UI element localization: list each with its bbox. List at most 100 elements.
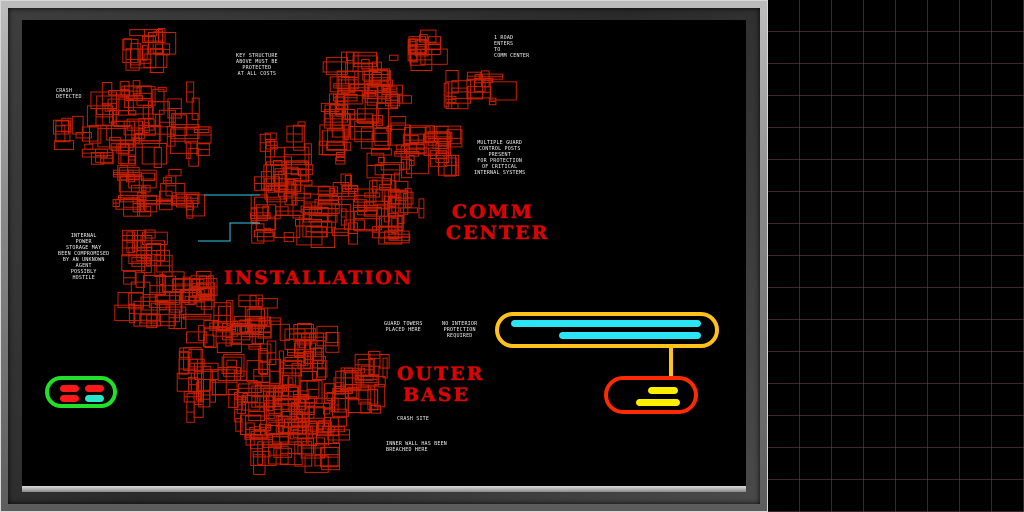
status-indicator-top[interactable] (495, 312, 719, 348)
map-structure (234, 391, 248, 400)
cyan-bar-1 (511, 320, 701, 327)
conduit-lines (198, 194, 260, 242)
map-structure (223, 354, 245, 377)
indicator-light-2 (85, 385, 104, 392)
map-structure (200, 287, 213, 310)
map-structure (396, 189, 408, 201)
map-structure (420, 48, 448, 65)
yellow-bar-1 (648, 387, 678, 394)
indicator-connector (669, 348, 673, 378)
map-structure (217, 367, 242, 382)
map-structure (202, 365, 212, 391)
map-structure (142, 44, 148, 61)
map-structure (294, 396, 307, 410)
map-structure (374, 127, 391, 146)
map-structure (364, 84, 379, 103)
map-structure (240, 325, 250, 334)
map-structure (162, 271, 185, 293)
map-structure (135, 271, 145, 288)
map-structure (273, 447, 292, 458)
map-structure (296, 225, 323, 246)
map-structure (322, 61, 349, 73)
map-structure (319, 124, 344, 146)
map-structure (380, 162, 405, 171)
note-internal-power: INTERNAL POWER STORAGE MAY BEEN COMPROMI… (58, 233, 110, 281)
map-structure (321, 446, 341, 471)
map-structure (254, 229, 274, 238)
map-structure (183, 347, 202, 371)
map-structure (371, 114, 384, 126)
map-structure (259, 350, 269, 375)
status-indicator-left[interactable] (45, 376, 117, 408)
map-structure (396, 214, 405, 225)
map-structure (111, 120, 136, 142)
map-structure (253, 196, 281, 220)
map-structure (53, 119, 69, 135)
map-structure (387, 215, 404, 231)
map-structure (106, 125, 133, 141)
status-indicator-bottom[interactable] (604, 376, 698, 414)
map-structure (139, 58, 152, 64)
map-structure (143, 275, 166, 296)
map-structure (248, 307, 269, 325)
map-structure (332, 182, 350, 197)
map-structure (198, 325, 205, 342)
map-structure (407, 44, 418, 62)
map-structure (327, 128, 348, 150)
map-structure (419, 34, 428, 43)
map-structure (141, 172, 156, 181)
map-structure (141, 36, 157, 43)
label-outer: OUTER (397, 363, 485, 385)
map-structure (188, 348, 204, 374)
indicator-light-1 (60, 385, 79, 392)
note-guard-towers: GUARD TOWERS PLACED HERE (384, 321, 423, 333)
map-structure (251, 223, 265, 244)
label-base: BASE (403, 384, 471, 406)
cyan-bar-2 (559, 332, 701, 339)
map-structure (364, 192, 381, 198)
map-structure (107, 98, 134, 112)
map-structure (304, 455, 329, 473)
map-structure (370, 148, 392, 156)
map-structure (406, 147, 430, 175)
map-structure (188, 147, 199, 167)
map-structure (122, 38, 139, 63)
map-structure (117, 291, 144, 308)
map-structure (381, 173, 393, 185)
map-structure (340, 173, 352, 186)
map-structure (149, 48, 165, 73)
map-structure (423, 133, 452, 156)
map-structure (262, 205, 270, 216)
map-structure (72, 115, 84, 135)
map-structure (313, 359, 323, 369)
map-structure (153, 147, 162, 168)
facility-map (53, 27, 517, 475)
map-structure (317, 420, 331, 434)
map-structure (399, 207, 419, 214)
map-structure (216, 342, 242, 353)
map-structure (141, 143, 168, 165)
map-structure (130, 43, 142, 66)
map-structure (291, 363, 302, 377)
map-structure (360, 401, 371, 414)
map-structure (250, 444, 277, 466)
grid-panel (768, 0, 1024, 512)
map-structure (337, 89, 363, 105)
map-structure (345, 62, 373, 85)
map-structure (171, 113, 199, 128)
map-structure (253, 454, 266, 475)
note-crash-detected: CRASH DETECTED (56, 88, 82, 100)
map-structure (329, 76, 355, 93)
map-structure (303, 203, 313, 219)
map-structure (266, 395, 274, 412)
map-structure (326, 141, 352, 151)
indicator-light-4 (85, 395, 104, 402)
map-structure (96, 95, 120, 115)
map-structure (168, 169, 182, 177)
map-structure (115, 198, 145, 210)
map-structure (130, 184, 151, 193)
map-structure (221, 356, 243, 375)
label-installation: INSTALLATION (224, 267, 414, 289)
map-structure (393, 172, 400, 182)
